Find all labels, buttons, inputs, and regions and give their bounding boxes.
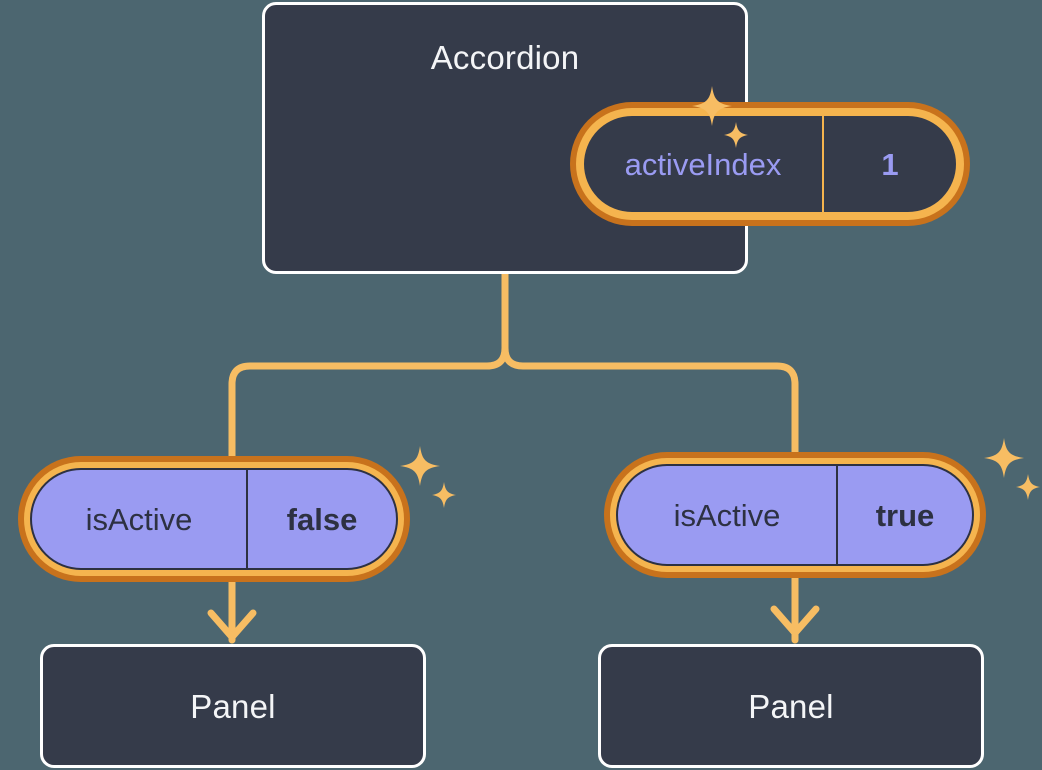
pill-inner-ring: activeIndex 1 [576,108,964,220]
state-value-label: 1 [822,116,956,212]
prop-value-label: false [246,470,396,568]
panel-component-card-right[interactable]: Panel [598,644,984,768]
prop-key-label: isActive [673,497,781,533]
arrow-head-left [207,609,257,641]
panel-component-card-left[interactable]: Panel [40,644,426,768]
panel-title-left: Panel [190,687,276,725]
state-key-label: activeIndex [624,146,782,182]
state-pill-active-index[interactable]: activeIndex 1 [570,102,970,226]
accordion-component-card[interactable]: Accordion activeIndex 1 [262,2,970,274]
accordion-title: Accordion [430,39,580,76]
panel-title-right: Panel [748,687,834,725]
sparkle-icon [980,436,1042,502]
pill-body: isActive false [30,468,398,570]
prop-value-label: true [836,466,972,564]
prop-key-label: isActive [85,501,193,537]
pill-inner-ring: isActive false [24,462,404,576]
pill-body: activeIndex 1 [582,114,958,214]
arrow-head-right [770,605,820,637]
connector-branch-left [228,344,509,466]
pill-body: isActive true [616,464,974,566]
pill-inner-ring: isActive true [610,458,980,572]
prop-pill-is-active-true[interactable]: isActive true [604,452,986,578]
prop-pill-is-active-false[interactable]: isActive false [18,456,410,582]
connector-branch-right [501,344,799,462]
